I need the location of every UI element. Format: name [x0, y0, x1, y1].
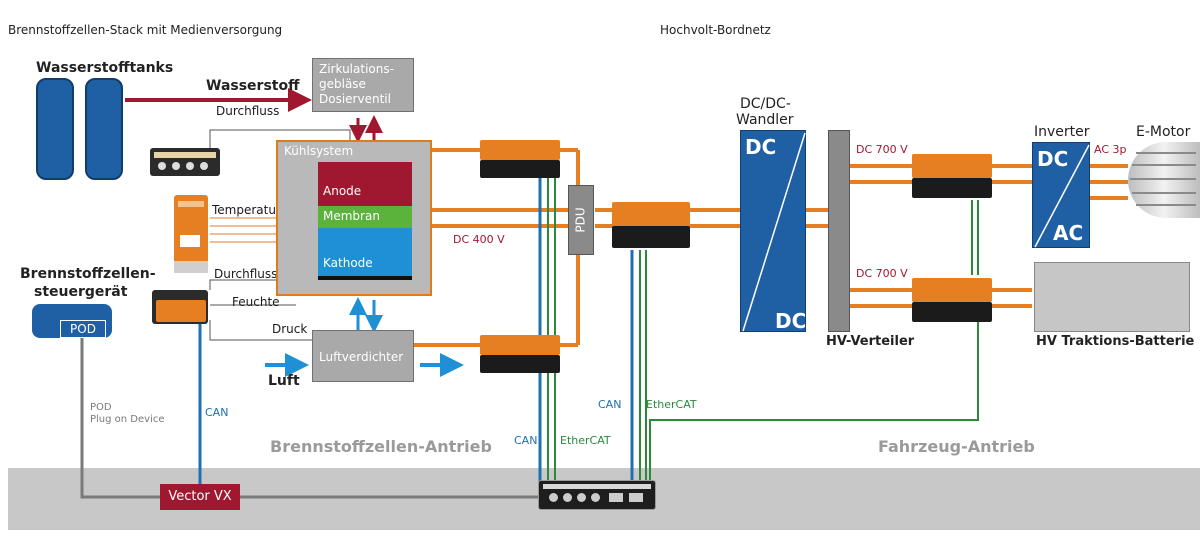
- humidity-label: Feuchte: [232, 295, 280, 309]
- circulation-line-3: Dosierventil: [319, 92, 391, 106]
- hydrogen-tanks-label: Wasserstofftanks: [36, 60, 174, 76]
- pressure-label: Druck: [272, 322, 308, 336]
- pod-note-2: Plug on Device: [90, 414, 165, 425]
- can-mid-label: CAN: [514, 434, 538, 447]
- dcdc-label-1: DC/DC-: [740, 96, 791, 112]
- hv-module-top: [480, 140, 560, 180]
- circulation-line-2: gebläse: [319, 77, 366, 91]
- controller-unit: POD: [32, 304, 112, 338]
- inverter-diagonal: [1034, 144, 1090, 248]
- flow-label-top: Durchfluss: [216, 104, 280, 118]
- fuel-cell-stack: Kühlsystem Anode Membran Kathode: [276, 140, 432, 296]
- cooling-system-label: Kühlsystem: [284, 144, 354, 158]
- anode-label: Anode: [323, 184, 362, 198]
- temperature-label: Temperatur: [212, 203, 281, 217]
- hv-module-pdu: [612, 202, 690, 250]
- inverter: DC AC: [1032, 142, 1090, 248]
- hv-module-bottom: [480, 335, 560, 375]
- dcdc-dc-bottom: DC: [775, 309, 807, 333]
- sensor-module-top-strip: [154, 152, 216, 158]
- pdu-box: PDU: [568, 185, 594, 255]
- dcdc-converter: DC DC: [740, 130, 807, 333]
- vector-vx-box: Vector VX: [160, 484, 240, 510]
- controller-label-2: steuergerät: [34, 284, 128, 300]
- hydrogen-tank-2: [85, 78, 123, 180]
- membrane-layer: Membran: [318, 206, 412, 228]
- ac-3p-label: AC 3p: [1094, 143, 1127, 156]
- ethercat-mid-label: EtherCAT: [560, 434, 611, 447]
- temperature-module: [174, 195, 208, 273]
- cathode-label: Kathode: [323, 256, 373, 270]
- inverter-label: Inverter: [1034, 124, 1090, 140]
- hv-distributor-label: HV-Verteiler: [826, 334, 915, 349]
- pod-badge: POD: [60, 320, 106, 338]
- hydrogen-tank-1: [36, 78, 74, 180]
- cathode-layer: Kathode: [318, 228, 412, 276]
- dcdc-diagonal: [742, 132, 806, 332]
- dcdc-label-2: Wandler: [736, 112, 794, 128]
- can-pdu-label: CAN: [598, 398, 622, 411]
- sensor-module-top: [150, 148, 220, 176]
- anode-layer: Anode: [318, 162, 412, 206]
- fc-drive-heading: Brennstoffzellen-Antrieb: [270, 437, 492, 456]
- emotor: [1128, 142, 1200, 218]
- ethercat-pdu-label: EtherCAT: [646, 398, 697, 411]
- central-hub-device: [538, 480, 656, 510]
- hv-traction-battery: [1034, 262, 1190, 332]
- hv-distributor: [828, 130, 850, 332]
- controller-label-1: Brennstoffzellen-: [20, 266, 156, 282]
- hv-module-battery: [912, 278, 992, 324]
- inverter-ac: AC: [1053, 221, 1084, 245]
- header-fuel-cell-stack: Brennstoffzellen-Stack mit Medienversorg…: [8, 23, 283, 37]
- air-compressor-box: Luftverdichter: [312, 330, 414, 382]
- inverter-dc: DC: [1037, 147, 1069, 171]
- header-hv-network: Hochvolt-Bordnetz: [660, 23, 771, 37]
- dc-400-label: DC 400 V: [453, 233, 505, 246]
- air-label: Luft: [268, 373, 300, 389]
- hydrogen-line-label: Wasserstoff: [206, 78, 300, 94]
- dc-700-bottom-label: DC 700 V: [856, 267, 908, 280]
- humidity-module-orange: [156, 300, 206, 322]
- membrane-label: Membran: [323, 209, 380, 223]
- pdu-label: PDU: [574, 207, 589, 233]
- air-compressor-label: Luftverdichter: [319, 350, 404, 364]
- dc-700-top-label: DC 700 V: [856, 143, 908, 156]
- can-left-label: CAN: [205, 406, 229, 419]
- emotor-label: E-Motor: [1136, 124, 1191, 140]
- flow-label-mid: Durchfluss: [214, 267, 278, 281]
- circulation-blower-box: Zirkulations- gebläse Dosierventil: [312, 58, 414, 112]
- pod-note-1: POD: [90, 402, 112, 413]
- hv-battery-label: HV Traktions-Batterie: [1036, 334, 1195, 349]
- dcdc-dc-top: DC: [745, 135, 777, 159]
- cell-core: Anode Membran Kathode: [318, 162, 412, 280]
- circulation-line-1: Zirkulations-: [319, 62, 394, 76]
- hv-module-inverter: [912, 154, 992, 200]
- vehicle-drive-heading: Fahrzeug-Antrieb: [878, 437, 1035, 456]
